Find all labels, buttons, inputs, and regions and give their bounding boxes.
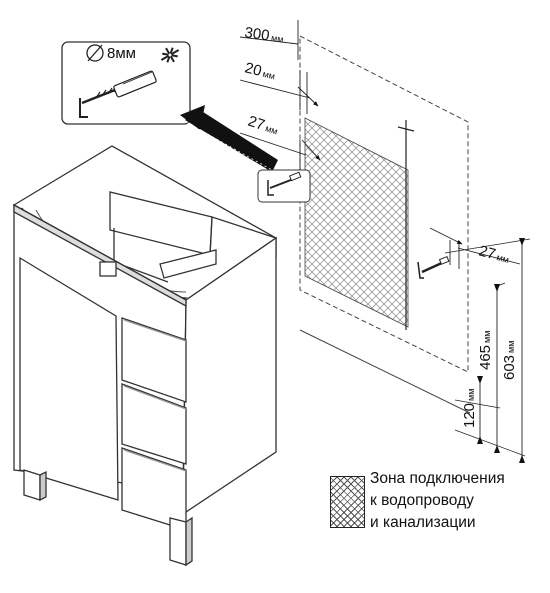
legend-crosshatch-swatch [330, 476, 365, 528]
vanity-cabinet [12, 145, 278, 567]
dim-300-label: 300мм [243, 24, 284, 46]
wall-hook-right [417, 255, 450, 279]
wall-hook-left [257, 169, 311, 203]
fixing-callout: 8мм [61, 41, 191, 125]
callout-arrow [180, 105, 278, 172]
dim-20-label: 20мм [243, 59, 277, 83]
diameter-symbol-icon [86, 44, 104, 62]
legend-line-1: Зона подключения [370, 470, 505, 487]
dim-465-label: 465мм [477, 331, 494, 370]
hook-and-dowel-icon [79, 70, 157, 118]
drill-diameter-label: 8мм [107, 45, 136, 62]
drill-bit-icon [160, 47, 180, 63]
legend-text: Зона подключения к водопроводу и канализ… [370, 468, 505, 534]
dimension-lines [239, 20, 531, 463]
legend: Зона подключения к водопроводу и канализ… [330, 468, 545, 538]
wall-outline [299, 35, 471, 414]
dim-27-right-label: 27мм [477, 242, 511, 266]
legend-line-3: и канализации [370, 514, 476, 531]
legend-line-2: к водопроводу [370, 492, 474, 509]
dimension-labels: 300мм 20мм 27мм 27мм 603мм 465мм 120мм [243, 24, 518, 428]
dim-120-label: 120мм [461, 389, 478, 428]
dim-27-left-label: 27мм [246, 113, 281, 139]
dim-603-label: 603мм [501, 341, 518, 380]
connection-zone [304, 117, 415, 330]
